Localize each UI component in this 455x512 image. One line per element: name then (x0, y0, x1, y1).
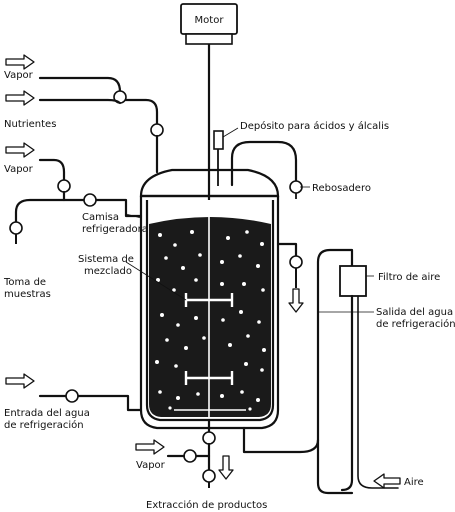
vapor-bottom-arrow (135, 439, 165, 455)
jacket-label-1: Camisa (82, 212, 119, 223)
product-arrow (218, 455, 234, 480)
air-label: Aire (404, 477, 424, 488)
air-filter-label: Filtro de aire (378, 272, 440, 283)
reservoir-label: Depósito para ácidos y álcalis (240, 120, 389, 132)
acid-alkali-reservoir (213, 130, 224, 186)
cooling-water-outlet-pipe (276, 242, 298, 258)
jacket-label-2: refrigeradora (82, 224, 148, 235)
sampling-label-1: Toma de (3, 277, 46, 288)
motor-label: Motor (195, 15, 225, 26)
impeller-lower (184, 371, 234, 385)
culture-broth (149, 217, 271, 417)
water-outlet-label-2: de refrigeración (376, 318, 455, 330)
vapor-bottom-label: Vapor (136, 460, 166, 471)
mixer-label-1: Sistema de (78, 254, 134, 265)
sampling-label-2: muestras (4, 289, 51, 300)
vapor-mid-arrow (5, 142, 35, 158)
air-bubbles (155, 230, 266, 411)
overflow-pipe (230, 140, 298, 187)
air-pipe (316, 248, 354, 495)
cooling-water-inlet-arrow (5, 373, 35, 389)
water-outlet-label-1: Salida del agua (376, 307, 453, 318)
overflow-arrow (288, 288, 304, 313)
cooling-water-inlet-pipe (38, 394, 143, 412)
water-inlet-label-1: Entrada del agua (4, 408, 90, 419)
product-extraction-label: Extracción de productos (146, 499, 267, 511)
nutrient-arrow (5, 90, 35, 106)
vapor-top-pipe (38, 76, 122, 99)
nutrient-label: Nutrientes (4, 119, 56, 130)
overflow-label: Rebosadero (312, 183, 371, 194)
motor: Motor (180, 3, 238, 45)
vapor-top-arrow (5, 54, 35, 70)
air-filter (339, 265, 367, 297)
vapor-mid-label: Vapor (4, 164, 34, 175)
vapor-mid-pipe (38, 158, 66, 182)
mixer-label-2: mezclado (84, 266, 132, 277)
water-inlet-label-2: de refrigeración (4, 419, 84, 431)
air-inlet-arrow (373, 473, 401, 489)
vapor-top-label: Vapor (4, 70, 34, 81)
nutrient-pipe (38, 98, 159, 126)
